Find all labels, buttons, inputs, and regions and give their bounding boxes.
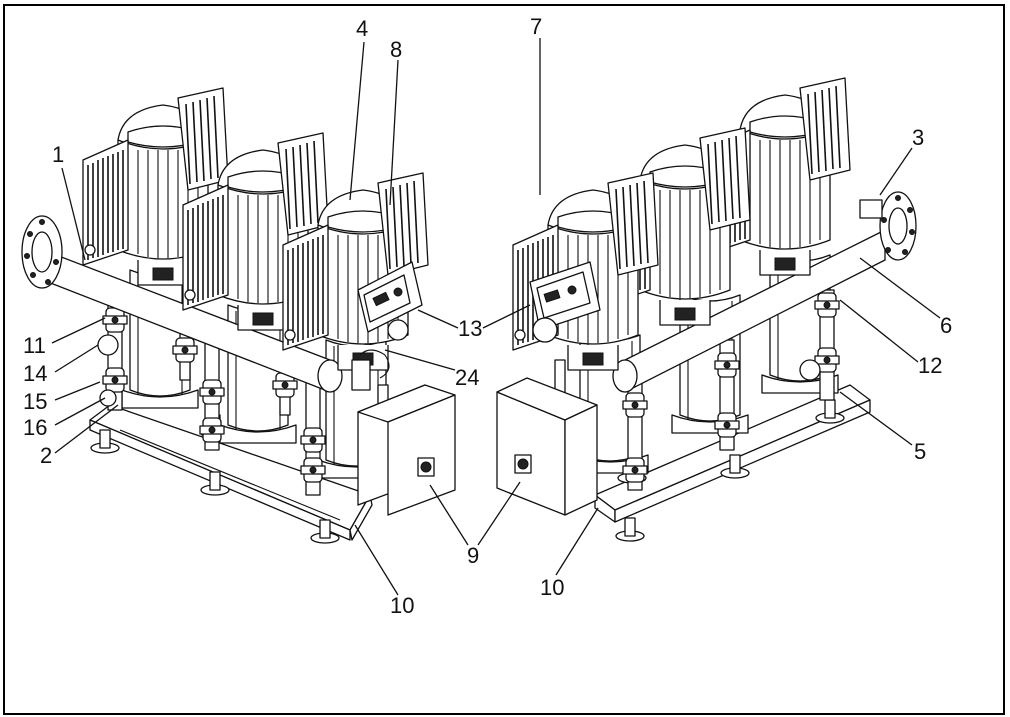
callout-6: 6 [940, 313, 952, 338]
left-control-display [357, 261, 423, 341]
right-booster-set [496, 77, 917, 542]
leader-lines [51, 38, 941, 596]
callout-3: 3 [912, 125, 924, 150]
right-control-cabinet [496, 377, 598, 516]
callout-5: 5 [914, 439, 926, 464]
right-control-display [529, 261, 601, 343]
callout-1: 1 [52, 142, 64, 167]
callout-10-right: 10 [540, 575, 564, 600]
left-control-cabinet [357, 384, 456, 516]
callout-7: 7 [530, 14, 542, 39]
callout-10-left: 10 [390, 593, 414, 618]
callout-4: 4 [356, 16, 368, 41]
callout-12: 12 [918, 353, 942, 378]
callout-16: 16 [23, 415, 47, 440]
callout-8: 8 [390, 37, 402, 62]
callout-labels: 1 4 8 7 3 6 12 5 13 24 9 10 10 11 14 15 … [23, 14, 952, 618]
callout-13: 13 [458, 316, 482, 341]
callout-9: 9 [467, 543, 479, 568]
callout-11: 11 [23, 333, 46, 358]
callout-14: 14 [23, 361, 47, 386]
callout-24: 24 [455, 365, 479, 390]
left-booster-set [21, 87, 456, 544]
callout-2: 2 [40, 443, 52, 468]
figure-frame [3, 4, 1005, 715]
callout-15: 15 [23, 389, 47, 414]
